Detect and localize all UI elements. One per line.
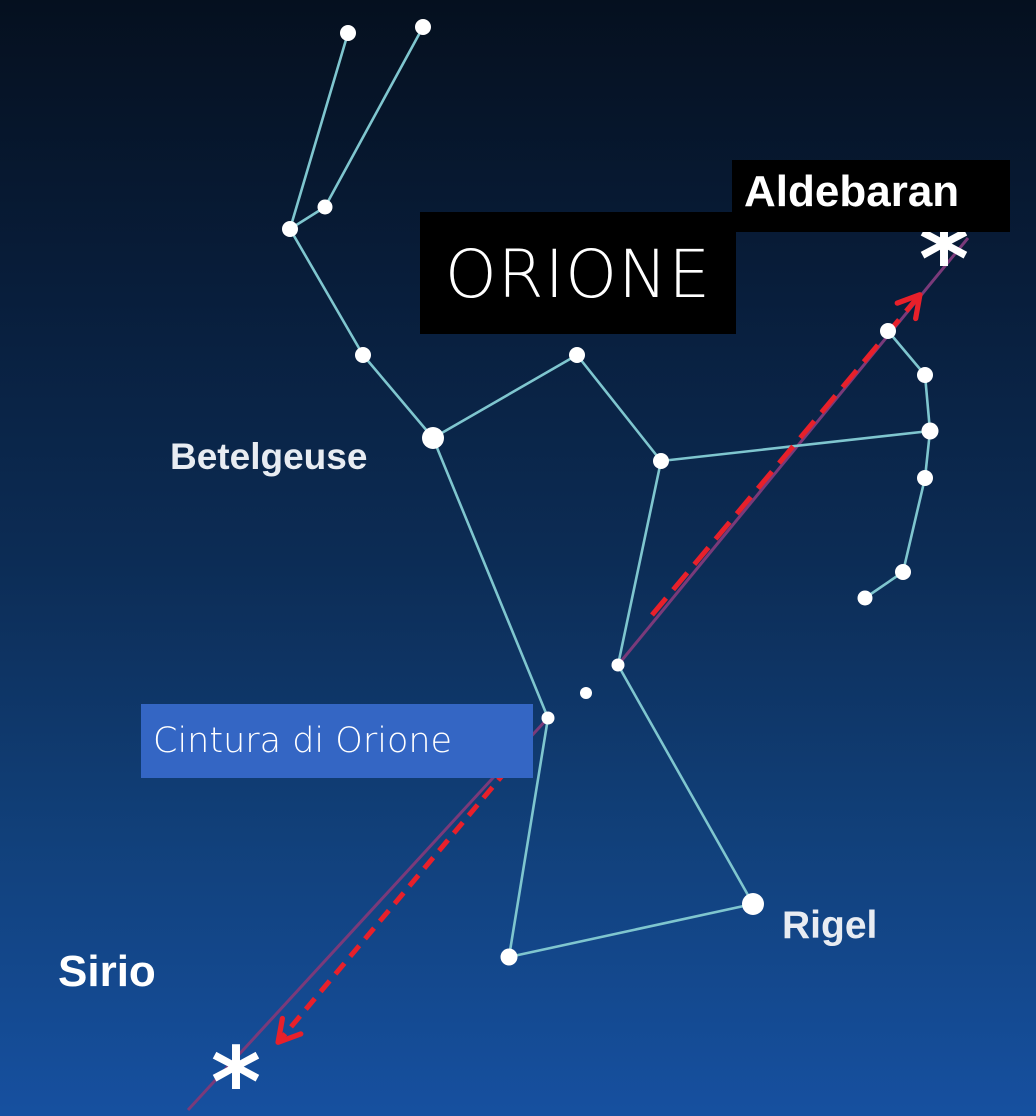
line-club-right bbox=[323, 25, 425, 209]
guide-line-sirio-belt bbox=[186, 716, 550, 1112]
star-shield-3 bbox=[921, 422, 939, 440]
line-arm-lower bbox=[361, 353, 435, 440]
star-shield-6 bbox=[857, 590, 873, 606]
betelgeuse-label: Betelgeuse bbox=[170, 436, 368, 477]
pointer-arrows bbox=[275, 292, 923, 1045]
line-shoulder-head bbox=[431, 353, 579, 440]
star-saiph bbox=[500, 948, 518, 966]
star-head bbox=[569, 347, 585, 363]
star-shield-4 bbox=[917, 470, 933, 486]
rigel-label: Rigel bbox=[782, 904, 878, 947]
line-shield-2 bbox=[923, 373, 932, 433]
line-head-shoulder bbox=[575, 353, 663, 463]
aldebaran-label-box: Aldebaran bbox=[732, 160, 1010, 232]
title-box: ORIONE bbox=[420, 212, 736, 334]
star-club-1 bbox=[340, 25, 356, 41]
star-sirio-icon: * bbox=[211, 1027, 261, 1116]
star-club-2 bbox=[415, 19, 431, 35]
arrow-to-sirio bbox=[275, 750, 524, 1045]
line-body-right bbox=[616, 459, 663, 667]
star-rigel bbox=[742, 893, 764, 915]
bright-star-glyphs: * * bbox=[211, 204, 969, 1116]
star-shield-5 bbox=[895, 564, 911, 580]
constellation-lines bbox=[288, 25, 932, 959]
star-shield-1 bbox=[880, 323, 896, 339]
line-club-left bbox=[288, 31, 350, 231]
line-leg-right bbox=[616, 663, 755, 906]
line-arm-upper bbox=[288, 227, 365, 357]
star-arm bbox=[355, 347, 371, 363]
star-belt-middle bbox=[580, 687, 592, 699]
star-betelgeuse bbox=[422, 427, 444, 449]
stars bbox=[282, 19, 939, 966]
star-belt-west bbox=[611, 658, 625, 672]
line-shield-1 bbox=[886, 329, 927, 377]
star-belt-east bbox=[541, 711, 555, 725]
star-club-3 bbox=[317, 199, 333, 215]
arrow-to-aldebaran bbox=[650, 292, 923, 617]
line-shield-arm bbox=[659, 429, 932, 463]
line-feet bbox=[507, 902, 755, 959]
diagram-title: ORIONE bbox=[444, 236, 712, 313]
star-bellatrix bbox=[653, 453, 669, 469]
sirio-label: Sirio bbox=[58, 947, 156, 996]
line-body-left bbox=[431, 436, 550, 720]
belt-label-box: Cintura di Orione bbox=[141, 704, 533, 778]
aldebaran-label: Aldebaran bbox=[744, 167, 960, 216]
star-club-4 bbox=[282, 221, 298, 237]
line-shield-4 bbox=[901, 476, 927, 574]
star-shield-2 bbox=[917, 367, 933, 383]
guide-lines bbox=[186, 237, 970, 1112]
line-leg-left bbox=[507, 716, 550, 959]
belt-label: Cintura di Orione bbox=[153, 721, 453, 761]
